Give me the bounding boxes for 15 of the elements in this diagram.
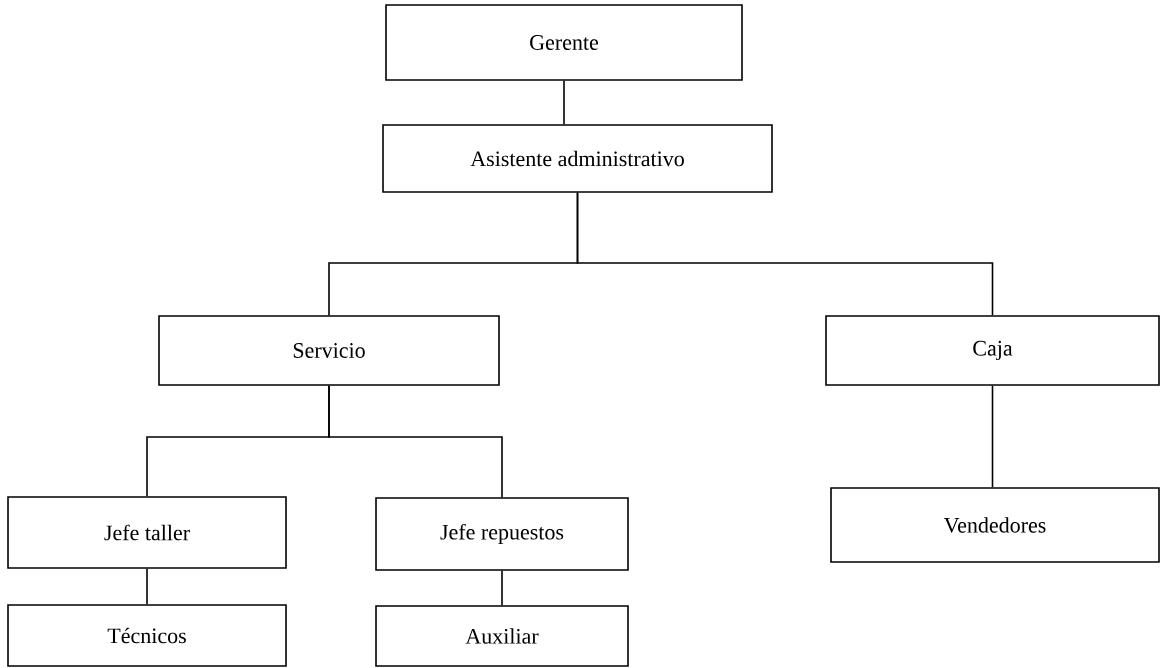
connector-line (563, 80, 565, 125)
org-box: Jefe taller (7, 496, 287, 569)
org-box: Asistente administrativo (382, 124, 773, 193)
org-box: Gerente (385, 4, 743, 81)
connector-line (991, 385, 994, 488)
org-box: Auxiliar (375, 605, 629, 667)
connector-line (146, 568, 148, 605)
connector-line (501, 570, 503, 606)
connector-line (576, 192, 994, 316)
org-box: Jefe repuestos (375, 497, 629, 571)
connector-line (328, 385, 503, 498)
org-box: Vendedores (830, 487, 1160, 563)
org-box: Técnicos (7, 604, 287, 667)
org-box: Servicio (158, 315, 500, 386)
org-box: Caja (825, 315, 1160, 386)
